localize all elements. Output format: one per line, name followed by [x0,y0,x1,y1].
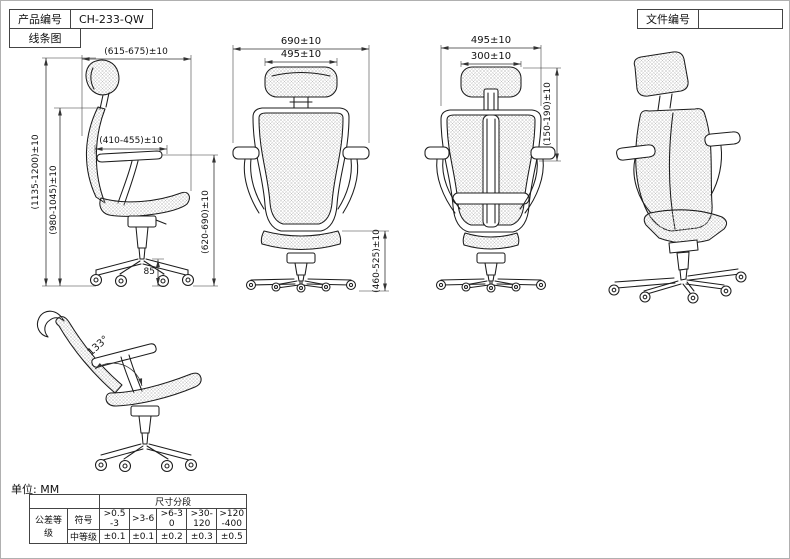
units-label: 单位: MM [11,483,60,496]
product-no-label: 产品编号 [9,9,71,29]
recline-gas-lift [138,415,152,445]
value-4: ±0.5 [216,529,248,544]
range-4: >120-400 [216,508,248,530]
recline-headrest [36,310,65,338]
side-view-dimensions: (615-675)±10 (1135-1200)±10 (980-1045)±1… [31,47,218,287]
front-seat [260,230,342,250]
range-3: >30-120 [186,508,218,530]
back-gas-lift [476,252,506,282]
grade-header: 公差等级 [29,508,68,544]
front-armrests [232,146,370,214]
front-view-drawing [232,66,370,293]
side-armrest [96,150,163,206]
symbol-header: 符号 [66,508,101,530]
perspective-seat [643,209,728,244]
back-backrest [440,109,542,233]
range-2: >6-30 [156,508,188,530]
back-seat [462,232,520,250]
side-overall-height-label: (1135-1200)±10 [31,134,41,209]
perspective-backrest [635,108,713,232]
recline-base [94,443,198,473]
range-1: >3-6 [129,508,158,530]
front-headrest [264,66,338,110]
file-no-block: 文件编号 [637,9,783,29]
recline-view-drawing [36,310,202,473]
tolerance-value-row: 中等级 ±0.1 ±0.1 ±0.2 ±0.3 ±0.5 [30,529,248,544]
file-no-value [698,9,783,29]
title-block: 产品编号 CH-233-QW 线条图 [9,9,153,48]
recline-mechanism [130,405,160,417]
recline-seat [105,372,202,407]
front-gas-lift [286,252,316,282]
side-headrest [85,59,120,110]
side-seat-depth-label: (410-455)±10 [99,136,163,146]
tolerance-blank-cell [28,494,101,509]
back-headrest-range-label: (150-190)±10 [543,82,553,146]
value-3: ±0.3 [186,529,218,544]
tolerance-table: 尺寸分段 公差等级 符号 >0.5-3 >3-6 >6-30 >30-120 >… [28,494,248,544]
value-0: ±0.1 [99,529,131,544]
drawing-type-label: 线条图 [9,29,81,48]
front-view-dimensions: 690±10 495±10 (460-525)±10 [232,36,389,293]
front-headrest-width-label: 495±10 [281,49,321,60]
side-base-dim-label: 85 [144,267,155,277]
size-segment-header: 尺寸分段 [99,494,248,509]
side-depth-label: (615-675)±10 [104,47,168,57]
side-view-drawing [85,59,195,288]
back-headrest-width-label: 300±10 [471,51,511,62]
range-0: >0.5-3 [99,508,131,530]
perspective-base [608,268,747,304]
perspective-headrest [633,51,689,111]
side-gas-lift [135,226,149,260]
front-base [245,278,357,293]
side-casters [89,269,195,288]
front-seat-height-label: (460-525)±10 [372,229,382,293]
tolerance-range-row: 公差等级 符号 >0.5-3 >3-6 >6-30 >30-120 >120-4… [29,508,248,544]
side-base [95,258,189,276]
back-base [435,278,547,293]
back-headrest [460,66,522,116]
value-2: ±0.2 [156,529,188,544]
side-seat [99,191,190,217]
file-no-label: 文件编号 [637,9,699,29]
back-width-label: 495±10 [471,35,511,46]
side-armrest-height-label: (620-690)±10 [201,190,211,254]
back-view-drawing [424,66,556,293]
product-no-table: 产品编号 CH-233-QW [9,9,153,29]
front-backrest [252,107,350,232]
front-width-label: 690±10 [281,36,321,47]
perspective-armrests [616,131,741,214]
perspective-view-drawing [608,51,747,304]
value-1: ±0.1 [129,529,158,544]
tolerance-header-row: 尺寸分段 [28,494,248,509]
side-mechanism [127,215,167,228]
side-backrest-height-label: (980-1045)±10 [49,165,59,235]
back-view-dimensions: 495±10 300±10 (150-190)±10 [440,35,561,162]
product-no-value: CH-233-QW [70,9,153,29]
back-armrests [424,146,556,214]
grade-name: 中等级 [66,529,101,544]
perspective-gas-lift [668,239,699,281]
